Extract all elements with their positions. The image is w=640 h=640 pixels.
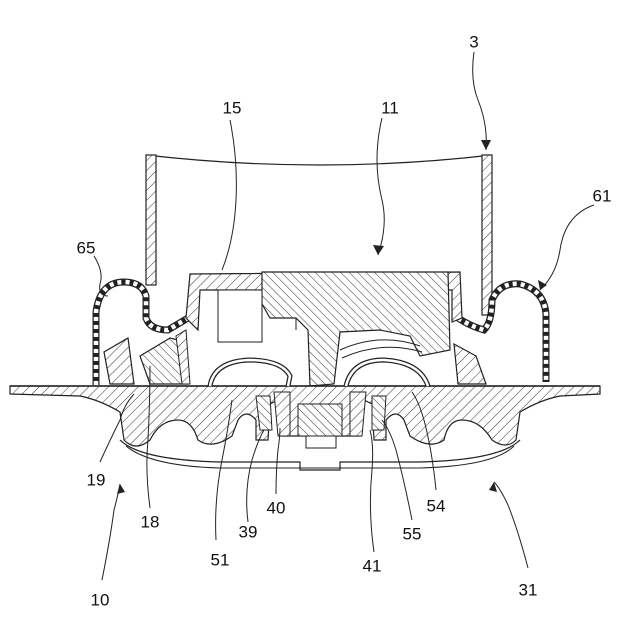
ref-label-39: 39 bbox=[239, 524, 258, 541]
clip-54 bbox=[346, 360, 428, 386]
ref-label-18: 18 bbox=[141, 514, 160, 531]
ref-label-51: 51 bbox=[211, 552, 230, 569]
ref-label-19: 19 bbox=[87, 472, 106, 489]
leader-3 bbox=[473, 52, 487, 150]
ref-label-41: 41 bbox=[363, 558, 382, 575]
clip-51 bbox=[210, 360, 290, 386]
support-right bbox=[454, 344, 486, 384]
ref-label-55: 55 bbox=[403, 526, 422, 543]
center-block bbox=[298, 404, 342, 448]
ref-label-40: 40 bbox=[267, 500, 286, 517]
ref-label-11: 11 bbox=[381, 100, 399, 117]
leader-39 bbox=[247, 430, 264, 522]
leader-15 bbox=[222, 120, 236, 270]
ref-label-61: 61 bbox=[593, 188, 612, 205]
leader-11 bbox=[377, 118, 384, 255]
ref-label-15: 15 bbox=[223, 100, 242, 117]
ref-label-65: 65 bbox=[77, 240, 96, 257]
ref-label-3: 3 bbox=[469, 34, 478, 51]
leader-10 bbox=[102, 484, 120, 580]
leader-41 bbox=[370, 430, 374, 552]
support-18-19 bbox=[104, 330, 190, 384]
leader-31 bbox=[494, 482, 528, 568]
ref-label-10: 10 bbox=[91, 592, 110, 609]
ref-label-54: 54 bbox=[427, 498, 446, 515]
ref-label-31: 31 bbox=[519, 582, 538, 599]
leader-40 bbox=[276, 428, 280, 494]
leader-61 bbox=[540, 205, 594, 290]
